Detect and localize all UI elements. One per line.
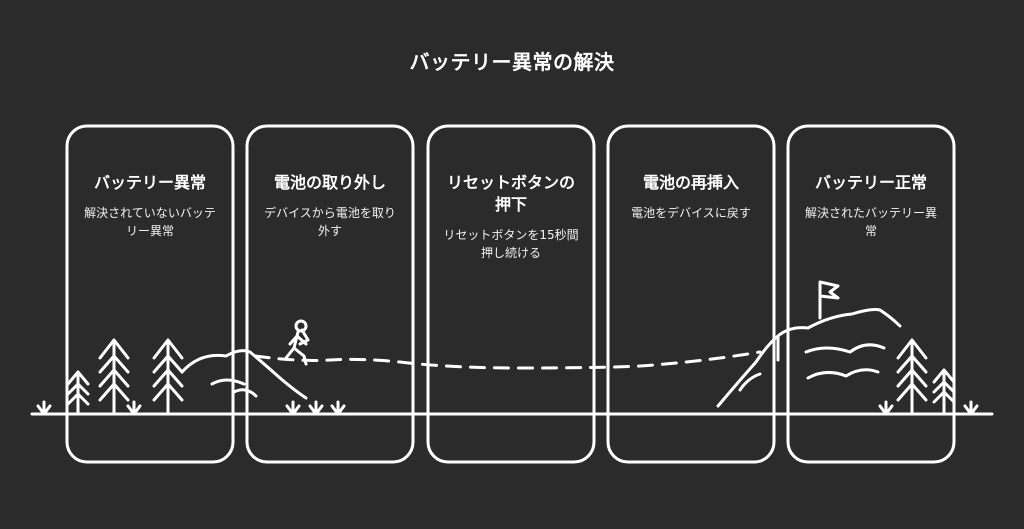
mountain-icon [716,308,902,408]
step-description: 解決されたバッテリー異常 [804,206,937,238]
step-description: リセットボタンを15秒間押し続ける [443,228,579,260]
step-card-outline-5 [786,124,956,464]
step-description: 解決されていないバッテリー異常 [84,206,216,238]
pine-tree-icon [66,370,90,416]
step-title: バッテリー正常 [814,173,927,192]
step-card-3: リセットボタンの押下 リセットボタンを15秒間押し続ける [428,126,594,462]
step-card-outline-4 [606,124,776,464]
step-title: 電池の再挿入 [642,173,739,192]
dashed-trail [253,350,762,370]
grass-icon [963,400,979,416]
diagram-title: バッテリー異常の解決 [409,50,615,74]
step-description: デバイスから電池を取り外す [264,206,396,238]
step-card-outline-2 [245,124,415,464]
pine-tree-icon [896,338,928,416]
pine-tree-icon [98,338,130,416]
step-card-outline-3 [426,124,596,464]
grass-icon [285,400,301,416]
hiker-icon [284,319,310,366]
step-card-1: バッテリー異常 解決されていないバッテリー異常 [67,126,233,462]
step-title: リセットボタンの押下 [446,173,575,214]
grass-icon [878,400,894,416]
step-card-2: 電池の取り外し デバイスから電池を取り外す [247,126,413,462]
pine-tree-icon [152,338,184,416]
step-card-4: 電池の再挿入 電池をデバイスに戻す [608,126,774,462]
step-card-5: バッテリー正常 解決されたバッテリー異常 [788,126,954,462]
step-title: バッテリー異常 [93,173,206,192]
step-description: 電池をデバイスに戻す [631,206,751,220]
pine-tree-icon [932,368,956,416]
mountain-icon [180,349,308,400]
grass-icon [36,400,52,416]
grass-icon [126,400,142,416]
grass-icon [308,400,324,416]
flag-icon [818,280,840,320]
step-card-outline-1 [65,124,235,464]
step-title: 電池の取り外し [273,173,386,192]
grass-icon [330,400,346,416]
